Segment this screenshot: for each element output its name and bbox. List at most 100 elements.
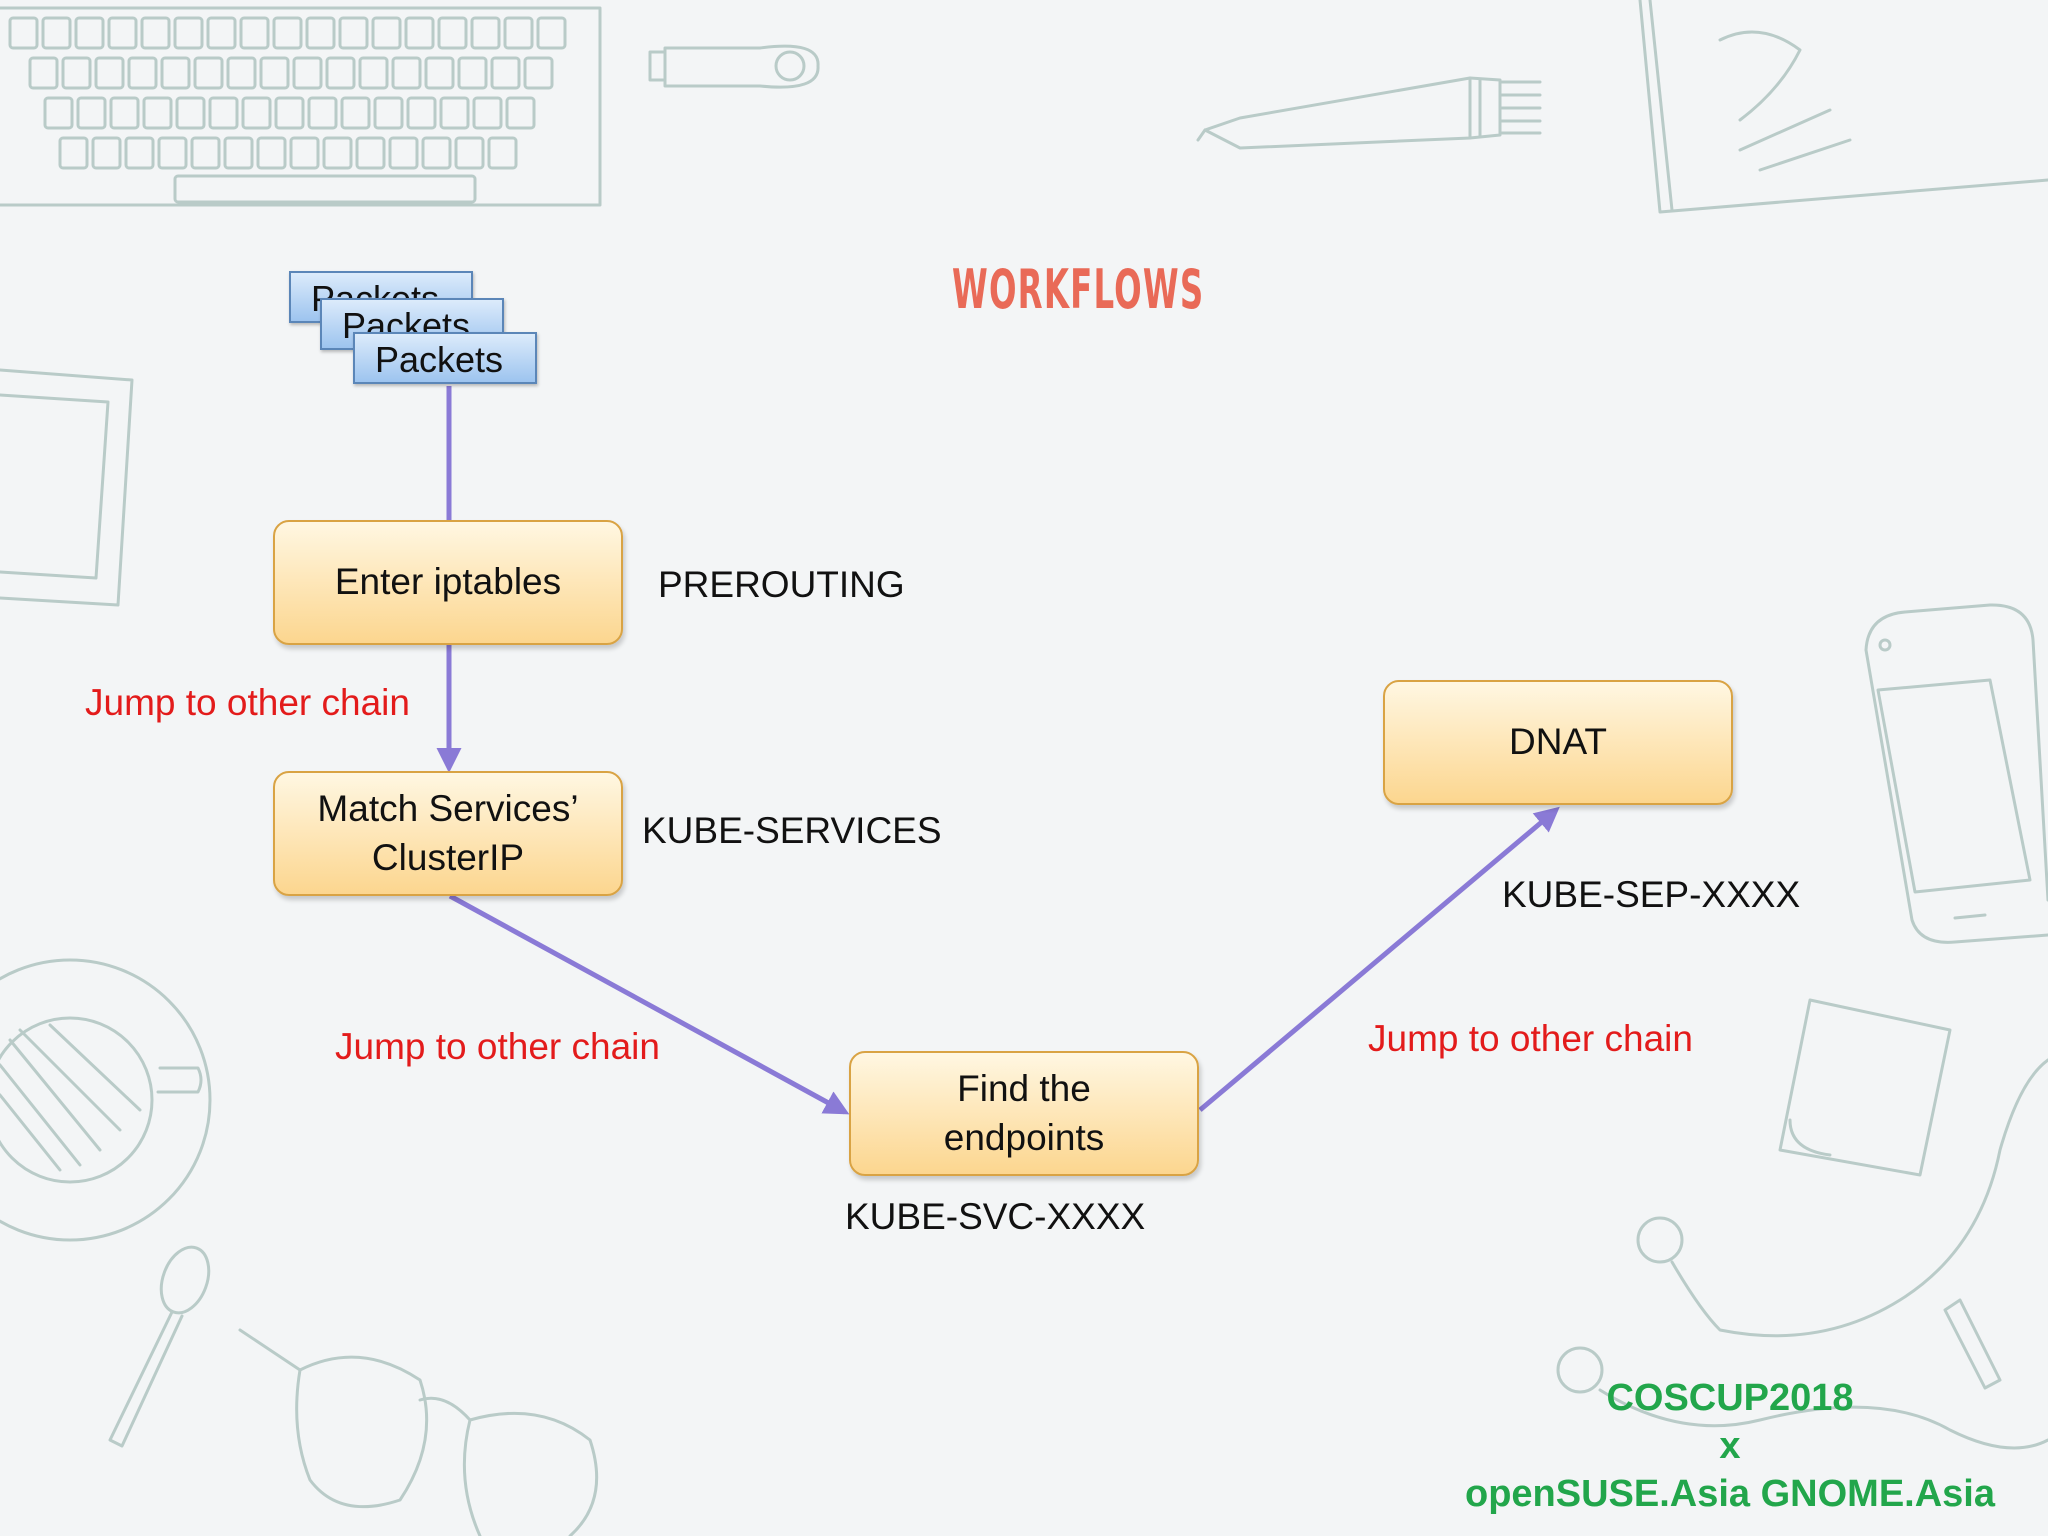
keyboard-key-doodle	[340, 96, 371, 130]
dnat-node: DNAT	[1383, 680, 1733, 805]
keyboard-key-doodle	[338, 16, 369, 50]
keyboard-key-doodle	[358, 56, 389, 90]
keyboard-key-doodle	[239, 16, 270, 50]
prerouting-chain-label: PREROUTING	[658, 564, 905, 605]
phone-doodle	[1864, 603, 2048, 944]
keyboard-key-doodle	[292, 56, 323, 90]
keyboard-key-doodle	[206, 16, 237, 50]
keyboard-key-doodle	[256, 136, 287, 170]
match-services-node: Match Services’ ClusterIP	[273, 771, 623, 896]
keyboard-key-doodle	[160, 56, 191, 90]
keyboard-key-doodle	[259, 56, 290, 90]
keyboard-key-doodle	[371, 16, 402, 50]
jump-label-2: Jump to other chain	[335, 1026, 660, 1067]
enter-iptables-label: Enter iptables	[334, 561, 562, 603]
jump-label-3: Jump to other chain	[1368, 1018, 1693, 1059]
keyboard-key-doodle	[307, 96, 338, 130]
packet-card-front: Packets	[353, 332, 537, 384]
keyboard-key-doodle	[208, 96, 239, 130]
keyboard-key-doodle	[109, 96, 140, 130]
keyboard-key-doodle	[190, 136, 221, 170]
keyboard-key-doodle	[226, 56, 257, 90]
keyboard-key-doodle	[325, 56, 356, 90]
keyboard-key-doodle	[505, 96, 536, 130]
keyboard-key-doodle	[223, 136, 254, 170]
keyboard-key-doodle	[76, 96, 107, 130]
find-endpoints-node: Find the endpoints	[849, 1051, 1199, 1176]
keyboard-key-doodle	[142, 96, 173, 130]
notebook-doodle	[1638, 0, 2048, 214]
keyboard-key-doodle	[439, 96, 470, 130]
keyboard-key-doodle	[28, 56, 59, 90]
footer-line-3: openSUSE.Asia GNOME.Asia	[1464, 1473, 1995, 1515]
keyboard-key-doodle	[404, 16, 435, 50]
keyboard-key-doodle	[8, 16, 39, 50]
keyboard-key-doodle	[305, 16, 336, 50]
keyboard-key-doodle	[241, 96, 272, 130]
keyboard-key-doodle	[289, 136, 320, 170]
keyboard-key-doodle	[322, 136, 353, 170]
keyboard-key-doodle	[470, 16, 501, 50]
sticky-note-doodle	[1778, 998, 1952, 1177]
keyboard-key-doodle	[124, 136, 155, 170]
arrow-match-to-find	[448, 893, 850, 1115]
keyboard-key-doodle	[175, 96, 206, 130]
keyboard-key-doodle	[107, 16, 138, 50]
keyboard-key-doodle	[173, 16, 204, 50]
jump-label-1: Jump to other chain	[85, 682, 410, 723]
glasses-doodle	[238, 1328, 599, 1536]
keyboard-doodle	[0, 6, 602, 207]
match-services-line2: ClusterIP	[371, 836, 525, 878]
keyboard-key-doodle	[127, 56, 158, 90]
keyboard-key-doodle	[437, 16, 468, 50]
keyboard-key-doodle	[457, 56, 488, 90]
keyboard-key-doodle	[373, 96, 404, 130]
enter-iptables-node: Enter iptables	[273, 520, 623, 645]
tablet-doodle	[0, 368, 134, 607]
keyboard-key-doodle	[61, 56, 92, 90]
spoon-doodle	[108, 1245, 211, 1448]
keyboard-key-doodle	[43, 96, 74, 130]
keyboard-key-doodle	[472, 96, 503, 130]
keyboard-key-doodle	[74, 16, 105, 50]
keyboard-key-doodle	[355, 136, 386, 170]
keyboard-key-doodle	[454, 136, 485, 170]
earphones-doodle	[1556, 1058, 2048, 1450]
slide-title: WORKFLOWS	[952, 258, 1205, 321]
match-services-line1: Match Services’	[317, 788, 579, 830]
marker-doodle	[1196, 76, 1542, 150]
dnat-label: DNAT	[1509, 721, 1607, 763]
keyboard-key-doodle	[94, 56, 125, 90]
coffee-cup-doodle	[0, 958, 212, 1242]
event-footer: COSCUP2018 x openSUSE.Asia GNOME.Asia	[1400, 1374, 2048, 1518]
find-endpoints-line1: Find the	[957, 1068, 1091, 1110]
kube-svc-chain-label: KUBE-SVC-XXXX	[845, 1196, 1146, 1237]
keyboard-key-doodle	[487, 136, 518, 170]
keyboard-key-doodle	[41, 16, 72, 50]
keyboard-key-doodle	[503, 16, 534, 50]
keyboard-key-doodle	[58, 136, 89, 170]
keyboard-key-doodle	[424, 56, 455, 90]
usb-stick-doodle	[648, 44, 820, 89]
arrow-find-to-dnat	[1198, 806, 1560, 1112]
keyboard-key-doodle	[421, 136, 452, 170]
footer-line-1: COSCUP2018	[1606, 1377, 1854, 1419]
keyboard-key-doodle	[274, 96, 305, 130]
keyboard-key-doodle	[536, 16, 567, 50]
find-endpoints-line2: endpoints	[943, 1116, 1105, 1158]
keyboard-key-doodle	[157, 136, 188, 170]
keyboard-key-doodle	[140, 16, 171, 50]
keyboard-spacebar-doodle	[173, 174, 477, 204]
kube-sep-chain-label: KUBE-SEP-XXXX	[1502, 874, 1801, 915]
keyboard-key-doodle	[523, 56, 554, 90]
keyboard-key-doodle	[490, 56, 521, 90]
keyboard-key-doodle	[391, 56, 422, 90]
keyboard-key-doodle	[388, 136, 419, 170]
keyboard-key-doodle	[272, 16, 303, 50]
kube-services-chain-label: KUBE-SERVICES	[642, 810, 942, 851]
keyboard-key-doodle	[91, 136, 122, 170]
footer-line-2: x	[1719, 1425, 1741, 1467]
keyboard-key-doodle	[193, 56, 224, 90]
